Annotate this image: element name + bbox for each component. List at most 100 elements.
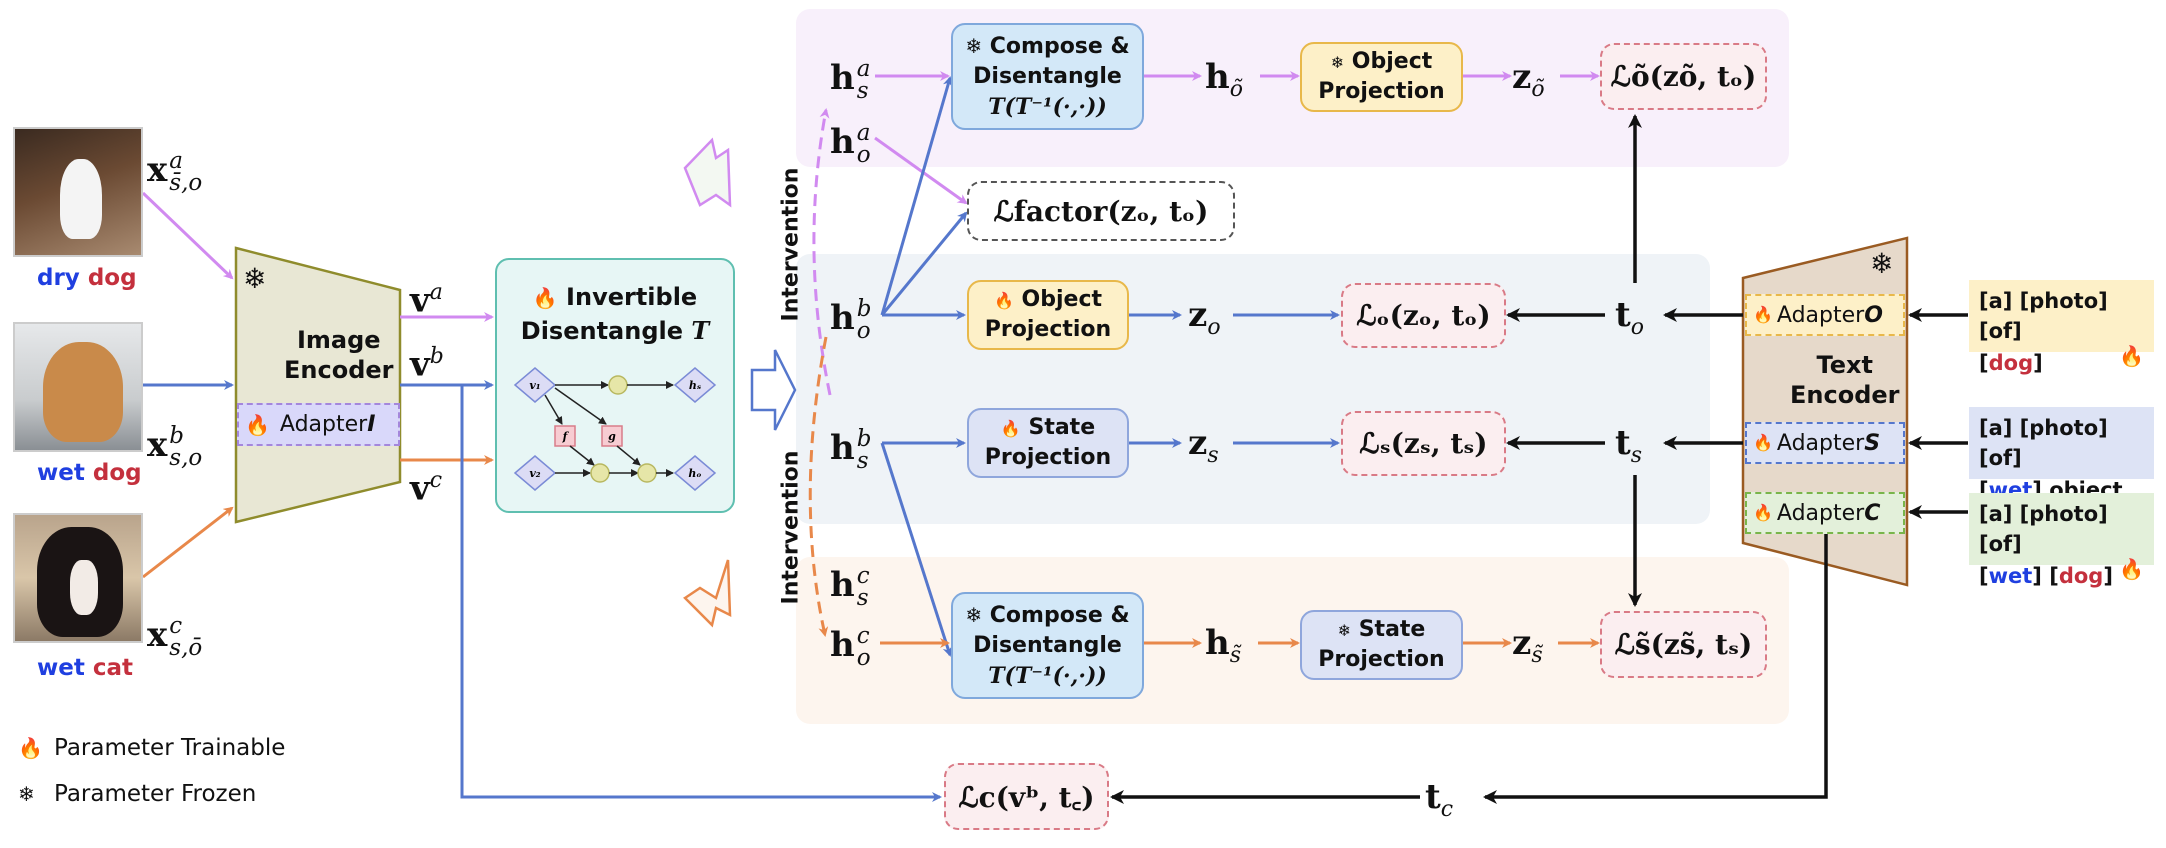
loss-s: ℒₛ(zₛ, tₛ) — [1341, 411, 1506, 476]
prompt-composition: [a] [photo] [of] [wet] [dog] 🔥 — [1969, 493, 2154, 588]
adapter-s-letter: S — [1864, 430, 1881, 456]
compose-line3: T(T⁻¹(·,·)) — [988, 662, 1107, 689]
intervention-label-top: Intervention — [778, 167, 804, 322]
prompt-line1: [a] [photo] [of] — [1979, 416, 2108, 470]
invertible-disentangle-box: 🔥 Invertible Disentangle T — [495, 258, 735, 513]
compose-line3: T(T⁻¹(·,·)) — [988, 93, 1107, 120]
loss-o: ℒₒ(zₒ, tₒ) — [1341, 283, 1506, 348]
loss-factor: ℒfactor(zₒ, tₒ) — [967, 181, 1235, 241]
snowflake-icon: ❄ — [965, 602, 983, 627]
image-encoder-title-line1: Image — [296, 326, 381, 354]
prompt-state-word: wet — [1988, 564, 2033, 588]
caption-state-word: wet — [37, 655, 85, 681]
object-projection-frozen: ❄ Object Projection — [1300, 42, 1463, 112]
snowflake-icon: ❄ — [1870, 247, 1894, 280]
forward-arrow — [750, 349, 797, 431]
projection-line2: Projection — [984, 317, 1112, 342]
projection-line2: Projection — [1318, 79, 1445, 104]
legend: 🔥 Parameter Trainable ❄Parameter Frozen — [18, 725, 285, 817]
adapter-o-letter: O — [1864, 302, 1883, 328]
adapter-i-label: Adapter — [279, 412, 368, 437]
caption-state-word: wet — [37, 460, 85, 486]
caption-a: dry dog — [37, 265, 137, 291]
compose-line2: Disentangle — [973, 63, 1122, 89]
h-o-tilde: hõ — [1205, 57, 1243, 102]
adapter-i-letter: I — [367, 412, 376, 437]
main-band — [796, 254, 1710, 524]
state-projection-frozen: ❄ State Projection — [1300, 610, 1463, 680]
snowflake-icon: ❄ — [1330, 53, 1345, 72]
caption-b: wet dog — [37, 460, 142, 486]
z-o: zo — [1188, 295, 1221, 340]
prompt-line1: [a] [photo] [of] — [1979, 289, 2108, 343]
feature-vc: vc — [410, 468, 443, 509]
compose-disentangle-bottom: ❄ Compose & Disentangle T(T⁻¹(·,·)) — [951, 592, 1144, 699]
projection-line2: Projection — [984, 445, 1112, 470]
adapter-i: 🔥 Adapter I — [237, 403, 400, 446]
caption-object-word: dog — [87, 265, 137, 291]
adapter-s: 🔥 Adapter S — [1745, 422, 1905, 464]
feature-va: va — [410, 280, 443, 321]
z-o-tilde: zõ — [1512, 57, 1545, 102]
projection-line1: State — [1028, 415, 1096, 440]
compose-line1: Compose & — [989, 33, 1130, 59]
caption-state-word: dry — [37, 265, 80, 291]
flame-icon: 🔥 — [1753, 433, 1773, 452]
intervention-label-bottom: Intervention — [778, 450, 804, 605]
flame-icon: 🔥 — [1753, 305, 1773, 324]
snowflake-icon: ❄ — [965, 33, 983, 58]
adapter-o-label: Adapter — [1776, 302, 1865, 328]
snowflake-icon: ❄ — [243, 262, 267, 295]
invertible-title-line1: Invertible — [566, 283, 698, 311]
compose-line1: Compose & — [989, 602, 1130, 628]
prompt-object: [a] [photo] [of] [dog] 🔥 — [1969, 280, 2154, 375]
compose-line2: Disentangle — [973, 632, 1122, 658]
invertible-title-line2: Disentangle — [520, 317, 692, 345]
adapter-c-label: Adapter — [1776, 500, 1865, 526]
snowflake-icon: ❄ — [1337, 621, 1352, 640]
text-encoder-title: Text Encoder — [1790, 350, 1900, 410]
flame-icon: 🔥 — [1000, 419, 1021, 438]
flame-icon: 🔥 — [1753, 503, 1773, 522]
t-s: ts — [1615, 423, 1643, 468]
flame-icon: 🔥 — [2119, 344, 2144, 368]
feature-vb: vb — [410, 344, 444, 385]
adapter-c-letter: C — [1864, 500, 1881, 526]
white-dog-shape — [60, 159, 102, 239]
flame-icon: 🔥 — [2119, 557, 2144, 581]
image-encoder-title-line2: Encoder — [284, 356, 394, 384]
golden-dog-shape — [43, 342, 123, 442]
loss-composition: ℒc(vᵇ, t꜀) — [944, 763, 1109, 830]
object-projection-trainable: 🔥 Object Projection — [967, 280, 1129, 350]
caption-object-word: cat — [92, 655, 134, 681]
loss-s-tilde: ℒs̃(zs̃, tₛ) — [1600, 611, 1767, 678]
invertible-title-t: T — [691, 316, 710, 345]
legend-item-frozen: ❄Parameter Frozen — [18, 771, 285, 817]
projection-line1: Object — [1021, 287, 1103, 312]
adapter-s-label: Adapter — [1776, 430, 1865, 456]
state-projection-trainable: 🔥 State Projection — [967, 408, 1129, 478]
adapter-o: 🔥 Adapter O — [1745, 294, 1905, 336]
adapter-c: 🔥 Adapter C — [1745, 492, 1905, 534]
legend-item-trainable: 🔥 Parameter Trainable — [18, 725, 285, 771]
legend-label: Parameter Frozen — [54, 781, 257, 807]
legend-label: Parameter Trainable — [54, 735, 286, 761]
t-c: tc — [1425, 777, 1454, 822]
intervention-arrow-up — [683, 137, 732, 208]
flame-icon: 🔥 — [993, 291, 1014, 310]
caption-object-word: dog — [92, 460, 142, 486]
prompt-line1: [a] [photo] [of] — [1979, 502, 2108, 556]
flame-icon: 🔥 — [532, 286, 558, 310]
intervention-arrow-down — [683, 559, 732, 628]
t-o: to — [1615, 295, 1644, 340]
invertible-title: 🔥 Invertible Disentangle T — [521, 280, 709, 348]
projection-line1: State — [1358, 617, 1426, 642]
flame-icon: 🔥 — [18, 736, 43, 760]
